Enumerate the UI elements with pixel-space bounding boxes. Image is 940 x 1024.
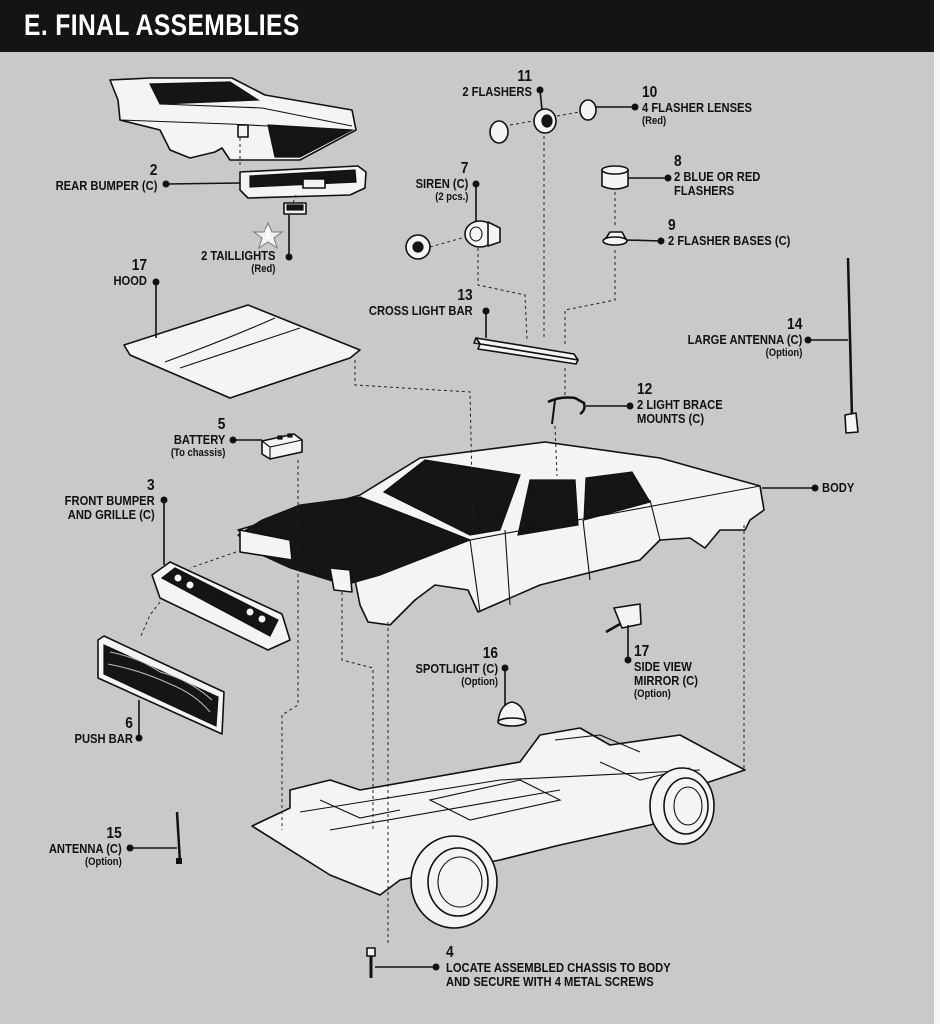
taillight-number: 1 [264,226,272,243]
callout-body: BODY [822,480,855,495]
taillight-illustration [283,202,307,215]
blue-red-flasher-illustration [601,165,629,190]
battery-illustration [261,433,303,460]
callout-push-bar: 6 PUSH BAR [74,715,133,746]
flasher-base-illustration [602,231,628,246]
large-antenna-illustration [844,257,859,434]
flashers-illustration [533,108,557,134]
callout-rear-bumper: 2 REAR BUMPER (C) [55,162,157,193]
flasher-lenses-illustration [489,99,597,144]
callout-cross-light-bar: 13 CROSS LIGHT BAR [369,287,473,318]
front-bumper-grille-illustration [151,561,291,651]
metal-screw-illustration [366,947,376,978]
callout-siren: 7 SIREN (C) (2 pcs.) [415,160,468,203]
assembly-guide-lines [139,111,745,945]
chassis-illustration [251,727,746,929]
small-antenna-illustration [175,811,182,864]
callout-taillights: 2 TAILLIGHTS (Red) [200,248,275,276]
callout-side-view-mirror: 17 SIDE VIEW MIRROR (C) (Option) [634,643,698,700]
callout-flasher-lenses: 10 4 FLASHER LENSES (Red) [642,84,752,127]
side-mirror-illustration [605,603,642,634]
callout-flasher-bases: 9 2 FLASHER BASES (C) [668,217,791,248]
callout-light-brace-mounts: 12 2 LIGHT BRACE MOUNTS (C) [637,381,723,426]
spotlight-illustration [497,701,527,727]
light-brace-mounts-illustration [547,396,586,425]
callout-chassis: 4 LOCATE ASSEMBLED CHASSIS TO BODY AND S… [446,944,671,989]
rear-body-section-illustration [109,77,357,161]
push-bar-illustration [97,635,225,735]
car-body-illustration [237,441,765,626]
callout-spotlight: 16 SPOTLIGHT (C) (Option) [415,645,498,688]
callout-flashers: 11 2 FLASHERS [462,68,532,99]
hood-illustration [123,304,361,399]
page-title: E. FINAL ASSEMBLIES [24,9,300,42]
siren-illustration [405,220,501,260]
rear-bumper-illustration [239,165,367,199]
star-badge [252,221,284,250]
callout-leaders [126,86,848,971]
callout-large-antenna: 14 LARGE ANTENNA (C) (Option) [687,316,802,359]
callout-front-bumper: 3 FRONT BUMPER AND GRILLE (C) [64,477,155,522]
header-bar: E. FINAL ASSEMBLIES [0,0,934,52]
callout-blue-red-flashers: 8 2 BLUE OR RED FLASHERS [674,153,761,198]
page-edge [934,0,940,1024]
callout-hood: 17 HOOD [113,257,147,288]
callout-antenna: 15 ANTENNA (C) (Option) [49,825,122,868]
callout-battery: 5 BATTERY (To chassis) [170,416,225,459]
cross-light-bar-illustration [473,337,579,365]
